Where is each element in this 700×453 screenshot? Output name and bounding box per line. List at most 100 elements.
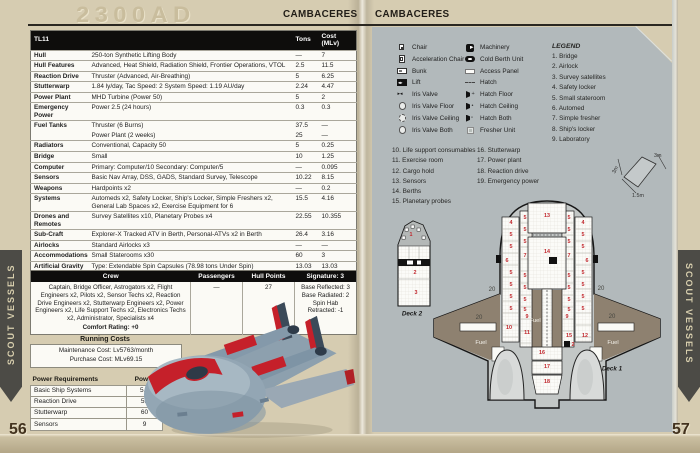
- symbol-key-label: Hatch Both: [480, 114, 512, 122]
- crew-header: Crew: [30, 270, 191, 283]
- stats-row-label: Fuel Tanks: [30, 120, 89, 131]
- power-row-name: Sensors: [30, 418, 127, 431]
- legend-item: 6. Automed: [552, 104, 585, 112]
- stats-row-label: Drones and Remotes: [30, 211, 89, 230]
- stats-row-tons: —: [292, 182, 319, 194]
- room-number: 6: [585, 258, 589, 264]
- room-number: 5: [509, 294, 513, 300]
- stats-row-desc: Automeds x2, Safety Locker, Ship's Locke…: [88, 193, 293, 212]
- stats-row-desc: Basic Nav Array, DSS, GADS, Standard Sur…: [88, 172, 293, 184]
- stats-row-cost: 8.15: [318, 172, 357, 184]
- stats-row-desc: 250-ton Synthetic Lifting Body: [88, 49, 293, 61]
- stats-row-tons: —: [292, 239, 319, 251]
- stats-row-label: Sub-Craft: [30, 229, 89, 241]
- symbol-key-label: Fresher Unit: [480, 126, 516, 134]
- maintenance-cost: Maintenance Cost: Lv5763/month: [58, 347, 154, 354]
- room-number: 5: [581, 232, 585, 238]
- stats-row-cost: 0.3: [318, 102, 357, 121]
- stats-row: Accommodations Small Staterooms x30 60 3: [30, 250, 357, 262]
- right-section-tab: SCOUT VESSELS: [678, 250, 700, 402]
- stats-header-row: TL11 Tons Cost (MLv): [30, 30, 357, 51]
- symbol-key-item: Acceleration Chair: [396, 54, 464, 64]
- right-page-edge: [672, 0, 678, 434]
- room-number: 17: [544, 364, 550, 370]
- map-symbol-icon: [464, 78, 477, 87]
- room-number: 7: [567, 253, 571, 259]
- stats-row-desc: Thruster (Advanced, Air-Breathing): [88, 70, 293, 82]
- legend-item: 4. Safety locker: [552, 84, 597, 92]
- stats-row: Systems Automeds x2, Safety Locker, Ship…: [30, 193, 357, 212]
- legend-item: 8. Ship's locker: [552, 125, 596, 133]
- stats-row-label: [31, 131, 89, 141]
- stats-row: Reaction Drive Thruster (Advanced, Air-B…: [30, 70, 357, 82]
- stats-row-tons: 10.22: [292, 172, 319, 184]
- map-symbol-icon: [464, 102, 477, 111]
- stats-row: Power Plant MHD Turbine (Power 50) 5 2: [30, 91, 357, 103]
- stats-row-cost: 11.5: [318, 60, 357, 72]
- right-section-tab-label: SCOUT VESSELS: [684, 263, 694, 365]
- room-number: 7: [523, 253, 527, 259]
- deck-plans: 4 4 5 5 5 5 5 5 5 5 5 5 5 5 5 5: [372, 197, 672, 432]
- symbol-key-label: Lift: [412, 79, 421, 87]
- room-number: 5: [523, 239, 527, 245]
- power-req-header: Power Requirements: [32, 375, 99, 383]
- stats-row: Weapons Hardpoints x2 — 0.2: [30, 182, 357, 194]
- signature-line: Retracted: -1: [307, 307, 344, 315]
- stats-row-tons: 2.5: [292, 60, 319, 72]
- stats-row-cost: 2: [318, 91, 357, 103]
- stats-row-tons: —: [292, 161, 319, 173]
- stats-row: Computer Primary: Computer/10 Secondary:…: [30, 161, 357, 173]
- stats-row-label: Stutterwarp: [30, 81, 89, 93]
- symbol-key-item: Hatch Ceiling: [464, 102, 523, 111]
- passengers-header: Passengers: [190, 270, 243, 283]
- comfort-rating: Comfort Rating: +0: [82, 323, 139, 331]
- power-row-value: 9: [126, 418, 163, 431]
- symbol-key-label: Iris Valve Both: [412, 126, 453, 134]
- stats-row-desc: Type: Extendable Spin Capsules (78.98 to…: [88, 261, 293, 272]
- room-number: 3: [414, 290, 418, 296]
- stats-row-cost: —: [321, 131, 328, 139]
- crew-cell: Captain, Bridge Officer, Astrogators x2,…: [31, 282, 191, 334]
- room-number: 5: [509, 282, 513, 288]
- room-number: 5: [581, 282, 585, 288]
- running-costs-title: Running Costs: [80, 336, 130, 343]
- map-symbol-icon: [396, 90, 409, 99]
- symbol-key-label: Iris Valve: [412, 91, 438, 99]
- stats-header-tl: TL11: [30, 30, 89, 51]
- map-symbol-icon: [396, 114, 409, 123]
- legend-list-1: LEGEND 1. Bridge 2. Airlock 3. Survey sa…: [552, 41, 606, 145]
- map-symbol-icon: [464, 114, 477, 123]
- fuel-label: Fuel: [607, 340, 619, 346]
- room-number: 5: [523, 297, 527, 303]
- stats-row-label: Airlocks: [30, 239, 89, 251]
- stats-row-tons: 2.24: [292, 81, 319, 93]
- room-number: 2: [571, 342, 575, 348]
- dimension-label: 20: [597, 286, 605, 292]
- symbol-key-item: Hatch Both: [464, 114, 523, 123]
- dimension-label: 20: [608, 314, 616, 320]
- room-number: 9: [565, 314, 569, 320]
- fuel-label: Fuel: [529, 318, 541, 324]
- stats-row-cost: —: [318, 120, 357, 131]
- stats-row-tons: 37.5: [292, 120, 319, 131]
- legend-item: 12. Cargo hold: [392, 167, 434, 175]
- symbol-key-item: Lift: [396, 78, 464, 87]
- legend-item: 5. Small stateroom: [552, 94, 606, 102]
- power-header-row: Power Requirements Power: [31, 374, 163, 385]
- stats-row-cost: 0.2: [318, 182, 357, 194]
- stats-row-desc: MHD Turbine (Power 50): [88, 91, 293, 103]
- stats-row-cost: 1.25: [318, 151, 357, 163]
- stats-row: Radiators Conventional, Capacity 50 5 0.…: [30, 140, 357, 152]
- room-number: 5: [523, 273, 527, 279]
- stats-row: Bridge Small 10 1.25: [30, 151, 357, 163]
- symbol-key-left: Chair Acceleration Chair Bunk Lift Iris …: [396, 43, 464, 137]
- stats-row-label: Weapons: [30, 182, 89, 194]
- stats-row-label: Computer: [30, 161, 89, 173]
- room-number: 1: [409, 232, 413, 238]
- signature-header: Signature: 3: [294, 270, 357, 283]
- stats-row-desc: Advanced, Heat Shield, Radiation Shield,…: [88, 60, 293, 72]
- room-number: 14: [544, 249, 550, 255]
- room-number: 18: [544, 379, 550, 385]
- room-number: 9: [525, 314, 529, 320]
